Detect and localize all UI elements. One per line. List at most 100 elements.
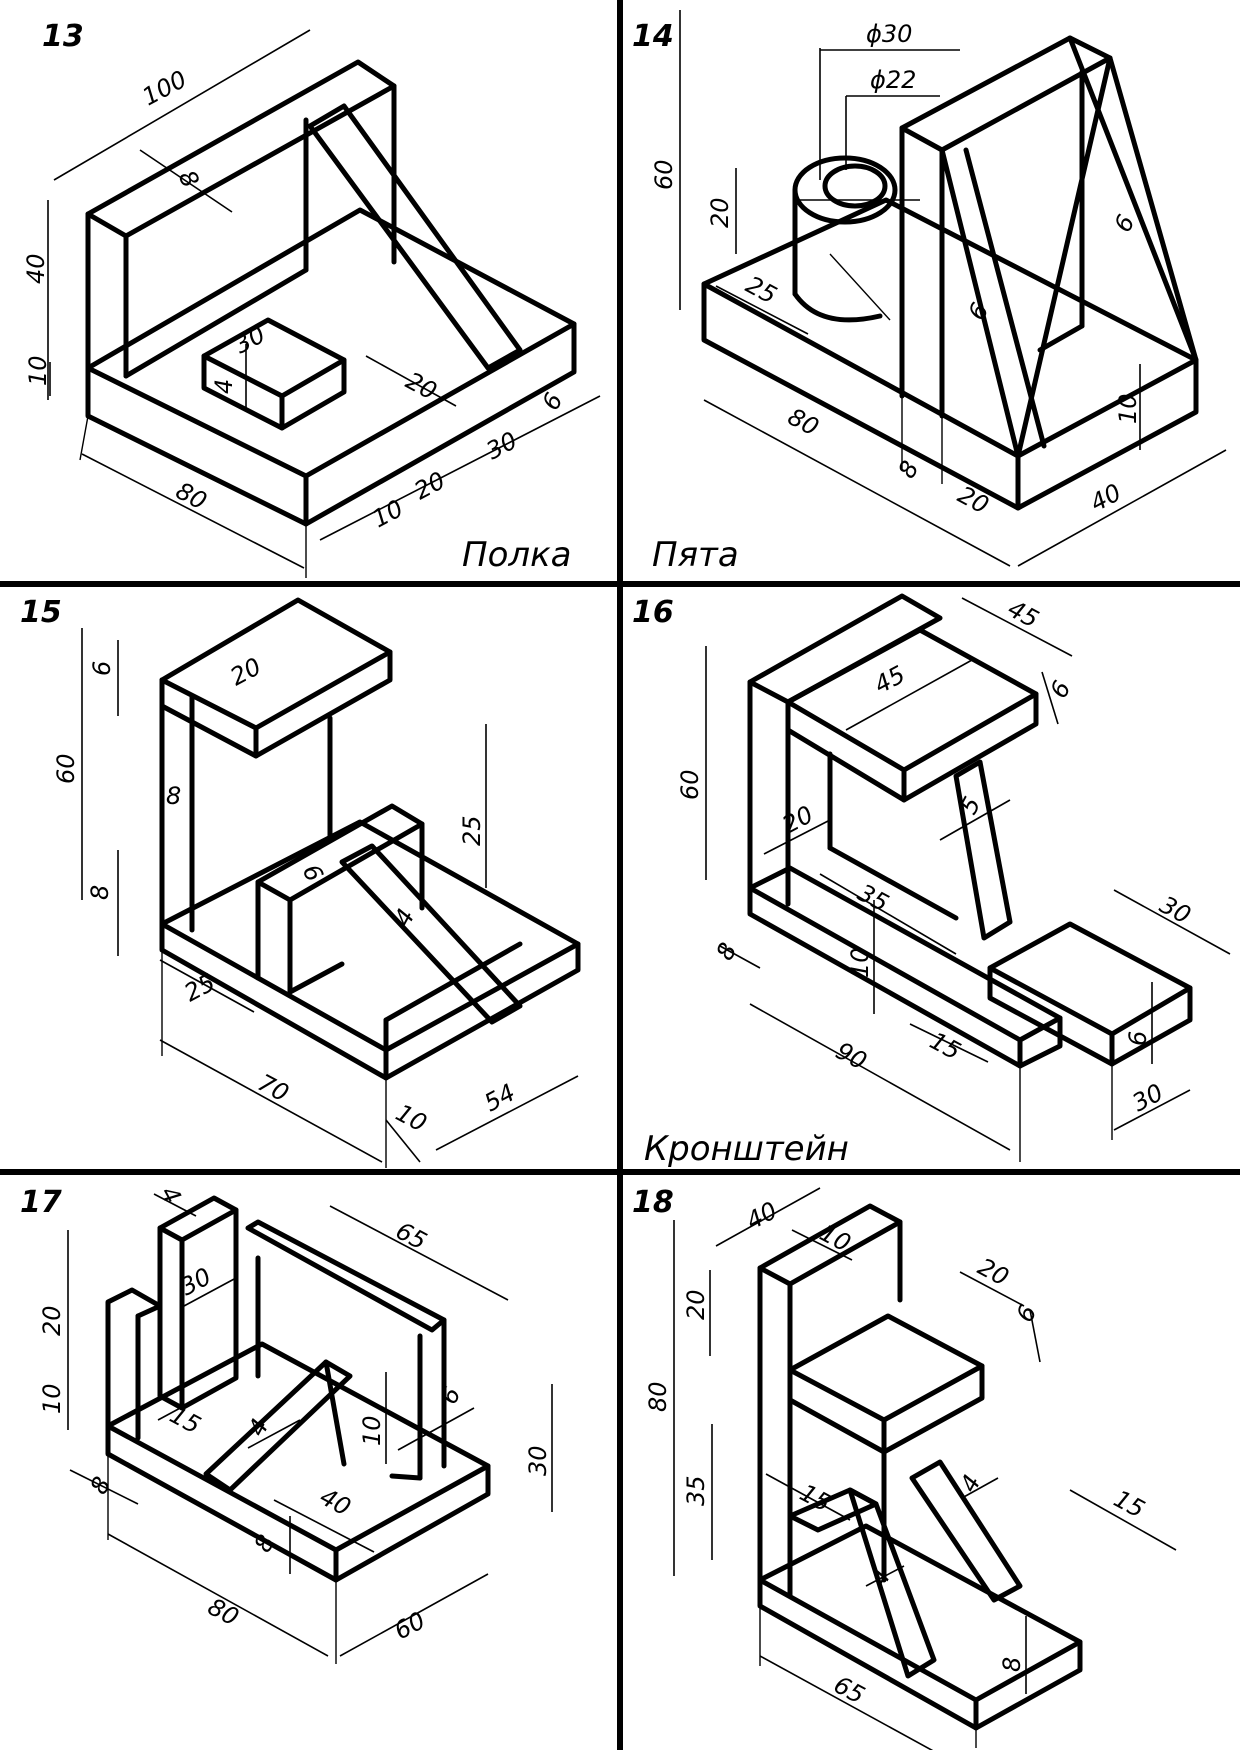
panel-number: 14 <box>632 19 674 54</box>
top-plate <box>159 597 393 731</box>
isometric-part-18 <box>757 1203 1083 1731</box>
panel-15: 15 <box>20 595 581 1168</box>
dim-label: 65 <box>829 1671 869 1710</box>
diagonal-rib <box>307 103 523 371</box>
back-rib <box>909 1459 1023 1603</box>
dim-label: 20 <box>706 197 734 228</box>
dim-label: 80 <box>783 403 823 442</box>
dim-label: 20 <box>778 800 818 839</box>
dim-label: 6 <box>1124 1031 1152 1046</box>
dim-label: 8 <box>85 1472 117 1499</box>
dim-label: 6 <box>1109 210 1141 237</box>
panel-number: 13 <box>42 19 84 54</box>
front-rib <box>847 1487 937 1679</box>
cantilever-block-top <box>987 921 1193 1037</box>
dim-label: 60 <box>52 753 80 784</box>
dim-label: 80 <box>171 477 211 516</box>
dim-label: 60 <box>650 159 678 190</box>
dim-label: 10 <box>358 1415 386 1446</box>
diagonal-rib <box>203 1359 353 1493</box>
top-plate <box>785 627 1039 773</box>
dim-label: 20 <box>682 1289 710 1320</box>
isometric-part-17 <box>105 1195 491 1583</box>
dim-label: 8 <box>249 1530 281 1557</box>
dim-label: 45 <box>870 660 910 699</box>
dim-label: 60 <box>390 1606 430 1645</box>
panel-18: 18 <box>632 1185 1177 1750</box>
dim-label: 20 <box>401 367 441 406</box>
panel-13: 13 Полка <box>22 19 601 578</box>
dimension-lines <box>81 628 579 1168</box>
dim-label: 15 <box>1109 1485 1149 1524</box>
panel-caption: Кронштейн <box>644 1129 849 1169</box>
base-top-face <box>757 1523 1083 1703</box>
panel-number: 15 <box>20 595 62 630</box>
dimension-lines <box>67 1193 553 1664</box>
isometric-part-bracket <box>747 593 1193 1069</box>
dim-label: 35 <box>853 879 893 918</box>
dim-label: 40 <box>742 1196 782 1235</box>
dim-label: 54 <box>480 1078 520 1117</box>
dimension-lines <box>47 29 601 578</box>
dimension-labels: 100 8 40 10 30 4 20 6 30 20 10 80 <box>22 65 568 533</box>
dim-label: 40 <box>1086 478 1126 517</box>
back-wall-top <box>85 59 397 239</box>
diagonal-rib <box>339 843 523 1025</box>
dim-label: 20 <box>410 466 450 505</box>
dim-label: 25 <box>741 271 781 310</box>
dim-label: 4 <box>389 904 421 931</box>
dim-label: 6 <box>88 661 116 676</box>
dim-label: 5 <box>955 792 987 819</box>
slanted-rib <box>953 759 1013 941</box>
dim-label: 10 <box>38 1383 66 1414</box>
panel-number: 18 <box>632 1185 674 1220</box>
dimension-labels: 45 45 6 60 20 5 35 30 8 10 90 15 6 30 <box>676 595 1195 1118</box>
upright-flag-top <box>157 1195 239 1243</box>
panel-14: 14 Пята <box>632 10 1227 575</box>
dimension-lines <box>673 1187 1177 1750</box>
panel-caption: Полка <box>462 535 571 575</box>
dim-label: 30 <box>230 320 270 359</box>
panel-number: 16 <box>632 595 674 630</box>
dim-label: 40 <box>22 253 50 284</box>
mid-wall-top <box>255 803 425 903</box>
shelf-top <box>787 1313 985 1423</box>
dim-label: 4 <box>865 1564 897 1591</box>
dim-label: 15 <box>165 1401 205 1440</box>
dim-label: 8 <box>166 782 181 810</box>
dim-label: 8 <box>893 456 925 483</box>
post-top <box>747 593 943 705</box>
dim-label: 10 <box>846 947 874 978</box>
dim-label: 6 <box>1045 676 1077 703</box>
isometric-part-15 <box>159 597 581 1081</box>
dimension-lines <box>679 10 1227 567</box>
isometric-part-heel <box>701 35 1199 511</box>
base-top-face <box>105 1341 491 1553</box>
dim-label: 30 <box>1128 1078 1168 1117</box>
dim-label: 45 <box>1003 595 1043 634</box>
dim-label: 8 <box>998 1657 1026 1672</box>
dim-label: 90 <box>831 1037 871 1076</box>
dim-label: 30 <box>482 426 522 465</box>
dim-label: 20 <box>226 652 266 691</box>
dim-label: 60 <box>676 769 704 800</box>
dim-label: 10 <box>1114 393 1142 424</box>
dim-label: 8 <box>711 938 743 965</box>
dim-label: 6 <box>435 1382 467 1409</box>
panel-caption: Пята <box>652 535 739 575</box>
dim-label: 4 <box>155 1182 187 1209</box>
dim-label: 20 <box>953 481 993 520</box>
dimension-lines <box>705 597 1231 1162</box>
dim-label: 10 <box>24 355 52 386</box>
dim-label: 80 <box>644 1381 672 1412</box>
dim-label: 20 <box>973 1253 1013 1292</box>
dim-label: 25 <box>458 815 486 846</box>
dim-label: 65 <box>391 1217 431 1256</box>
dim-label: 35 <box>682 1475 710 1506</box>
dim-label: 40 <box>315 1483 355 1522</box>
panel-number: 17 <box>20 1185 62 1220</box>
dim-label: 6 <box>537 388 569 415</box>
dim-label: 4 <box>210 379 238 394</box>
dim-label: 8 <box>86 885 114 900</box>
